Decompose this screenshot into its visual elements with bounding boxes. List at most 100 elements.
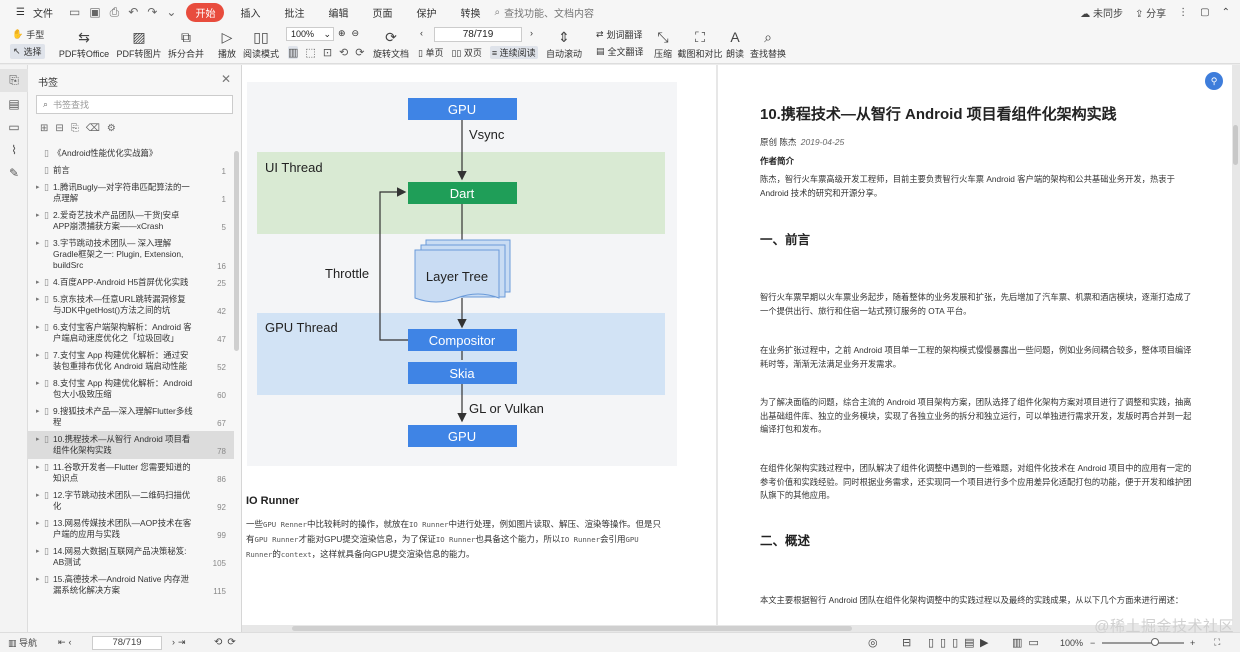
next-page-icon[interactable]: › xyxy=(530,28,533,38)
zoom-select[interactable]: 100%⌄ xyxy=(286,27,334,41)
open-folder-icon[interactable]: ▭ xyxy=(68,5,81,19)
rotate-left-icon[interactable]: ⟲ xyxy=(339,47,349,59)
rotate-doc-button[interactable]: ⟳旋转文档 xyxy=(372,28,409,59)
expand-arrow-icon[interactable]: ▸ xyxy=(36,548,40,555)
add-bookmark-icon[interactable]: ⎘ xyxy=(70,123,79,134)
bookmark-item[interactable]: ▸▯6.支付宝客户端架构解析：Android 客户端启动速度优化之「垃圾回收」4… xyxy=(28,319,234,347)
fullscreen-icon[interactable]: ⛶ xyxy=(1214,637,1221,647)
zoom-slider[interactable] xyxy=(1102,642,1184,644)
tab-start[interactable]: 开始 xyxy=(186,2,225,22)
pdf-to-image-button[interactable]: ▨PDF转图片 xyxy=(116,28,162,59)
tab-insert[interactable]: 插入 xyxy=(240,8,261,20)
compress-button[interactable]: ⤡压缩 xyxy=(653,28,672,59)
command-search[interactable]: ⌕ 查找功能、文档内容 xyxy=(494,5,594,20)
rotate-right-icon[interactable]: ⟳ xyxy=(355,47,365,59)
eye-protection-icon[interactable]: ◎ xyxy=(868,637,878,649)
expand-arrow-icon[interactable]: ▸ xyxy=(36,352,40,359)
zoom-minus-icon[interactable]: − xyxy=(1090,637,1096,648)
play-button[interactable]: ▷播放 xyxy=(217,28,236,59)
play-icon[interactable]: ▶ xyxy=(980,637,989,649)
expand-arrow-icon[interactable]: ▸ xyxy=(36,576,40,583)
comment-icon[interactable]: ▭ xyxy=(8,119,20,134)
auto-scroll-button[interactable]: ⇕自动滚动 xyxy=(545,28,582,59)
nav-toggle[interactable]: ▥ 导航 xyxy=(8,638,38,648)
redo-icon[interactable]: ↷ xyxy=(147,5,158,19)
zoom-plus-icon[interactable]: + xyxy=(1190,637,1196,648)
first-prev-icons[interactable]: ⇤‹ xyxy=(58,637,75,647)
save-icon[interactable]: ▣ xyxy=(89,5,101,19)
full-translate-button[interactable]: ▤全文翻译 xyxy=(596,46,644,57)
close-icon[interactable]: ✕ xyxy=(220,72,231,86)
status-zoom[interactable]: 100% xyxy=(1060,637,1084,648)
continuous-read-button[interactable]: ≡ 连续阅读 xyxy=(489,46,538,59)
hamburger-icon[interactable]: ☰ xyxy=(16,6,25,18)
bookmark-item[interactable]: ▸▯5.京东技术—任意URL跳转漏洞修复与JDK中getHost()方法之间的坑… xyxy=(28,291,234,319)
tab-protect[interactable]: 保护 xyxy=(416,8,437,20)
signature-icon[interactable]: ✎ xyxy=(8,165,20,180)
expand-arrow-icon[interactable]: ▸ xyxy=(36,464,40,471)
thumbnail-icon[interactable]: ▤ xyxy=(8,96,20,111)
print-icon[interactable]: ⎙ xyxy=(109,4,120,19)
actual-size-icon[interactable]: ⊡ xyxy=(322,47,333,59)
expand-arrow-icon[interactable]: ▸ xyxy=(36,240,40,247)
fit-width-icon[interactable]: ⬚ xyxy=(305,47,316,59)
prev-page-icon[interactable]: ‹ xyxy=(420,28,423,38)
tab-edit[interactable]: 编辑 xyxy=(328,8,349,20)
bookmark-scrollbar[interactable] xyxy=(234,151,239,351)
expand-arrow-icon[interactable]: ▸ xyxy=(36,436,40,443)
layout-icons[interactable]: ▯▯▯▤ xyxy=(928,637,981,649)
fit-page-icon[interactable]: ▥ xyxy=(288,46,299,59)
select-tool[interactable]: ↖选择 xyxy=(10,44,45,59)
more-icon[interactable]: ⋮ xyxy=(1178,6,1189,18)
screenshot-compare-button[interactable]: ⛶截图和对比 xyxy=(677,28,723,59)
tab-page[interactable]: 页面 xyxy=(372,8,393,20)
double-page-button[interactable]: ▯▯ 双页 xyxy=(451,48,482,58)
hand-tool[interactable]: ✋手型 xyxy=(12,29,45,40)
bookmark-item[interactable]: ▸▯3.字节跳动技术团队— 深入理解Gradle框架之一: Plugin, Ex… xyxy=(28,235,234,274)
expand-arrow-icon[interactable]: ▸ xyxy=(36,296,40,303)
single-page-button[interactable]: ▯ 单页 xyxy=(418,48,444,58)
word-translate-button[interactable]: ⇄划词翻译 xyxy=(596,29,643,40)
floating-action-icon[interactable]: ⚲ xyxy=(1205,72,1223,90)
tab-annotate[interactable]: 批注 xyxy=(284,8,305,20)
vertical-scrollbar[interactable] xyxy=(1233,125,1238,165)
collapse-all-icon[interactable]: ⊟ xyxy=(55,123,64,134)
expand-arrow-icon[interactable]: ▸ xyxy=(36,212,40,219)
next-last-icons[interactable]: ›⇥ xyxy=(172,637,189,647)
delete-bookmark-icon[interactable]: ⌫ xyxy=(85,123,100,134)
undo-icon[interactable]: ↶ xyxy=(128,5,139,19)
expand-arrow-icon[interactable]: ▸ xyxy=(36,380,40,387)
find-replace-button[interactable]: ⌕查找替换 xyxy=(750,28,787,59)
menu-file[interactable]: 文件 xyxy=(32,8,53,20)
fit-icon[interactable]: ⊟ xyxy=(902,637,912,649)
collapse-icon[interactable]: ⌃ xyxy=(1221,6,1230,18)
zoom-slider-thumb[interactable] xyxy=(1151,638,1159,646)
view-icons[interactable]: ▥▭ xyxy=(1012,637,1045,649)
horizontal-scrollbar[interactable] xyxy=(292,626,852,631)
read-mode-button[interactable]: ▯▯阅读模式 xyxy=(243,28,280,59)
page-number-input[interactable]: 78/719 xyxy=(434,27,522,42)
tab-convert[interactable]: 转换 xyxy=(460,8,481,20)
status-page-input[interactable]: 78/719 xyxy=(92,636,162,650)
restore-icon[interactable]: ▢ xyxy=(1200,6,1210,18)
attachment-icon[interactable]: ⌇ xyxy=(11,142,17,157)
expand-arrow-icon[interactable]: ▸ xyxy=(36,520,40,527)
share-button[interactable]: ⇪ 分享 xyxy=(1134,8,1167,20)
expand-all-icon[interactable]: ⊞ xyxy=(40,123,49,134)
expand-arrow-icon[interactable]: ▸ xyxy=(36,279,40,286)
dropdown-icon[interactable]: ⌄ xyxy=(166,5,177,19)
bookmark-item[interactable]: ▸▯7.支付宝 App 构建优化解析：通过安装包重排布优化 Android 端启… xyxy=(28,347,234,375)
expand-arrow-icon[interactable]: ▸ xyxy=(36,492,40,499)
bookmark-settings-icon[interactable]: ⚙ xyxy=(106,123,116,134)
split-merge-button[interactable]: ⧉拆分合并 xyxy=(167,28,204,59)
